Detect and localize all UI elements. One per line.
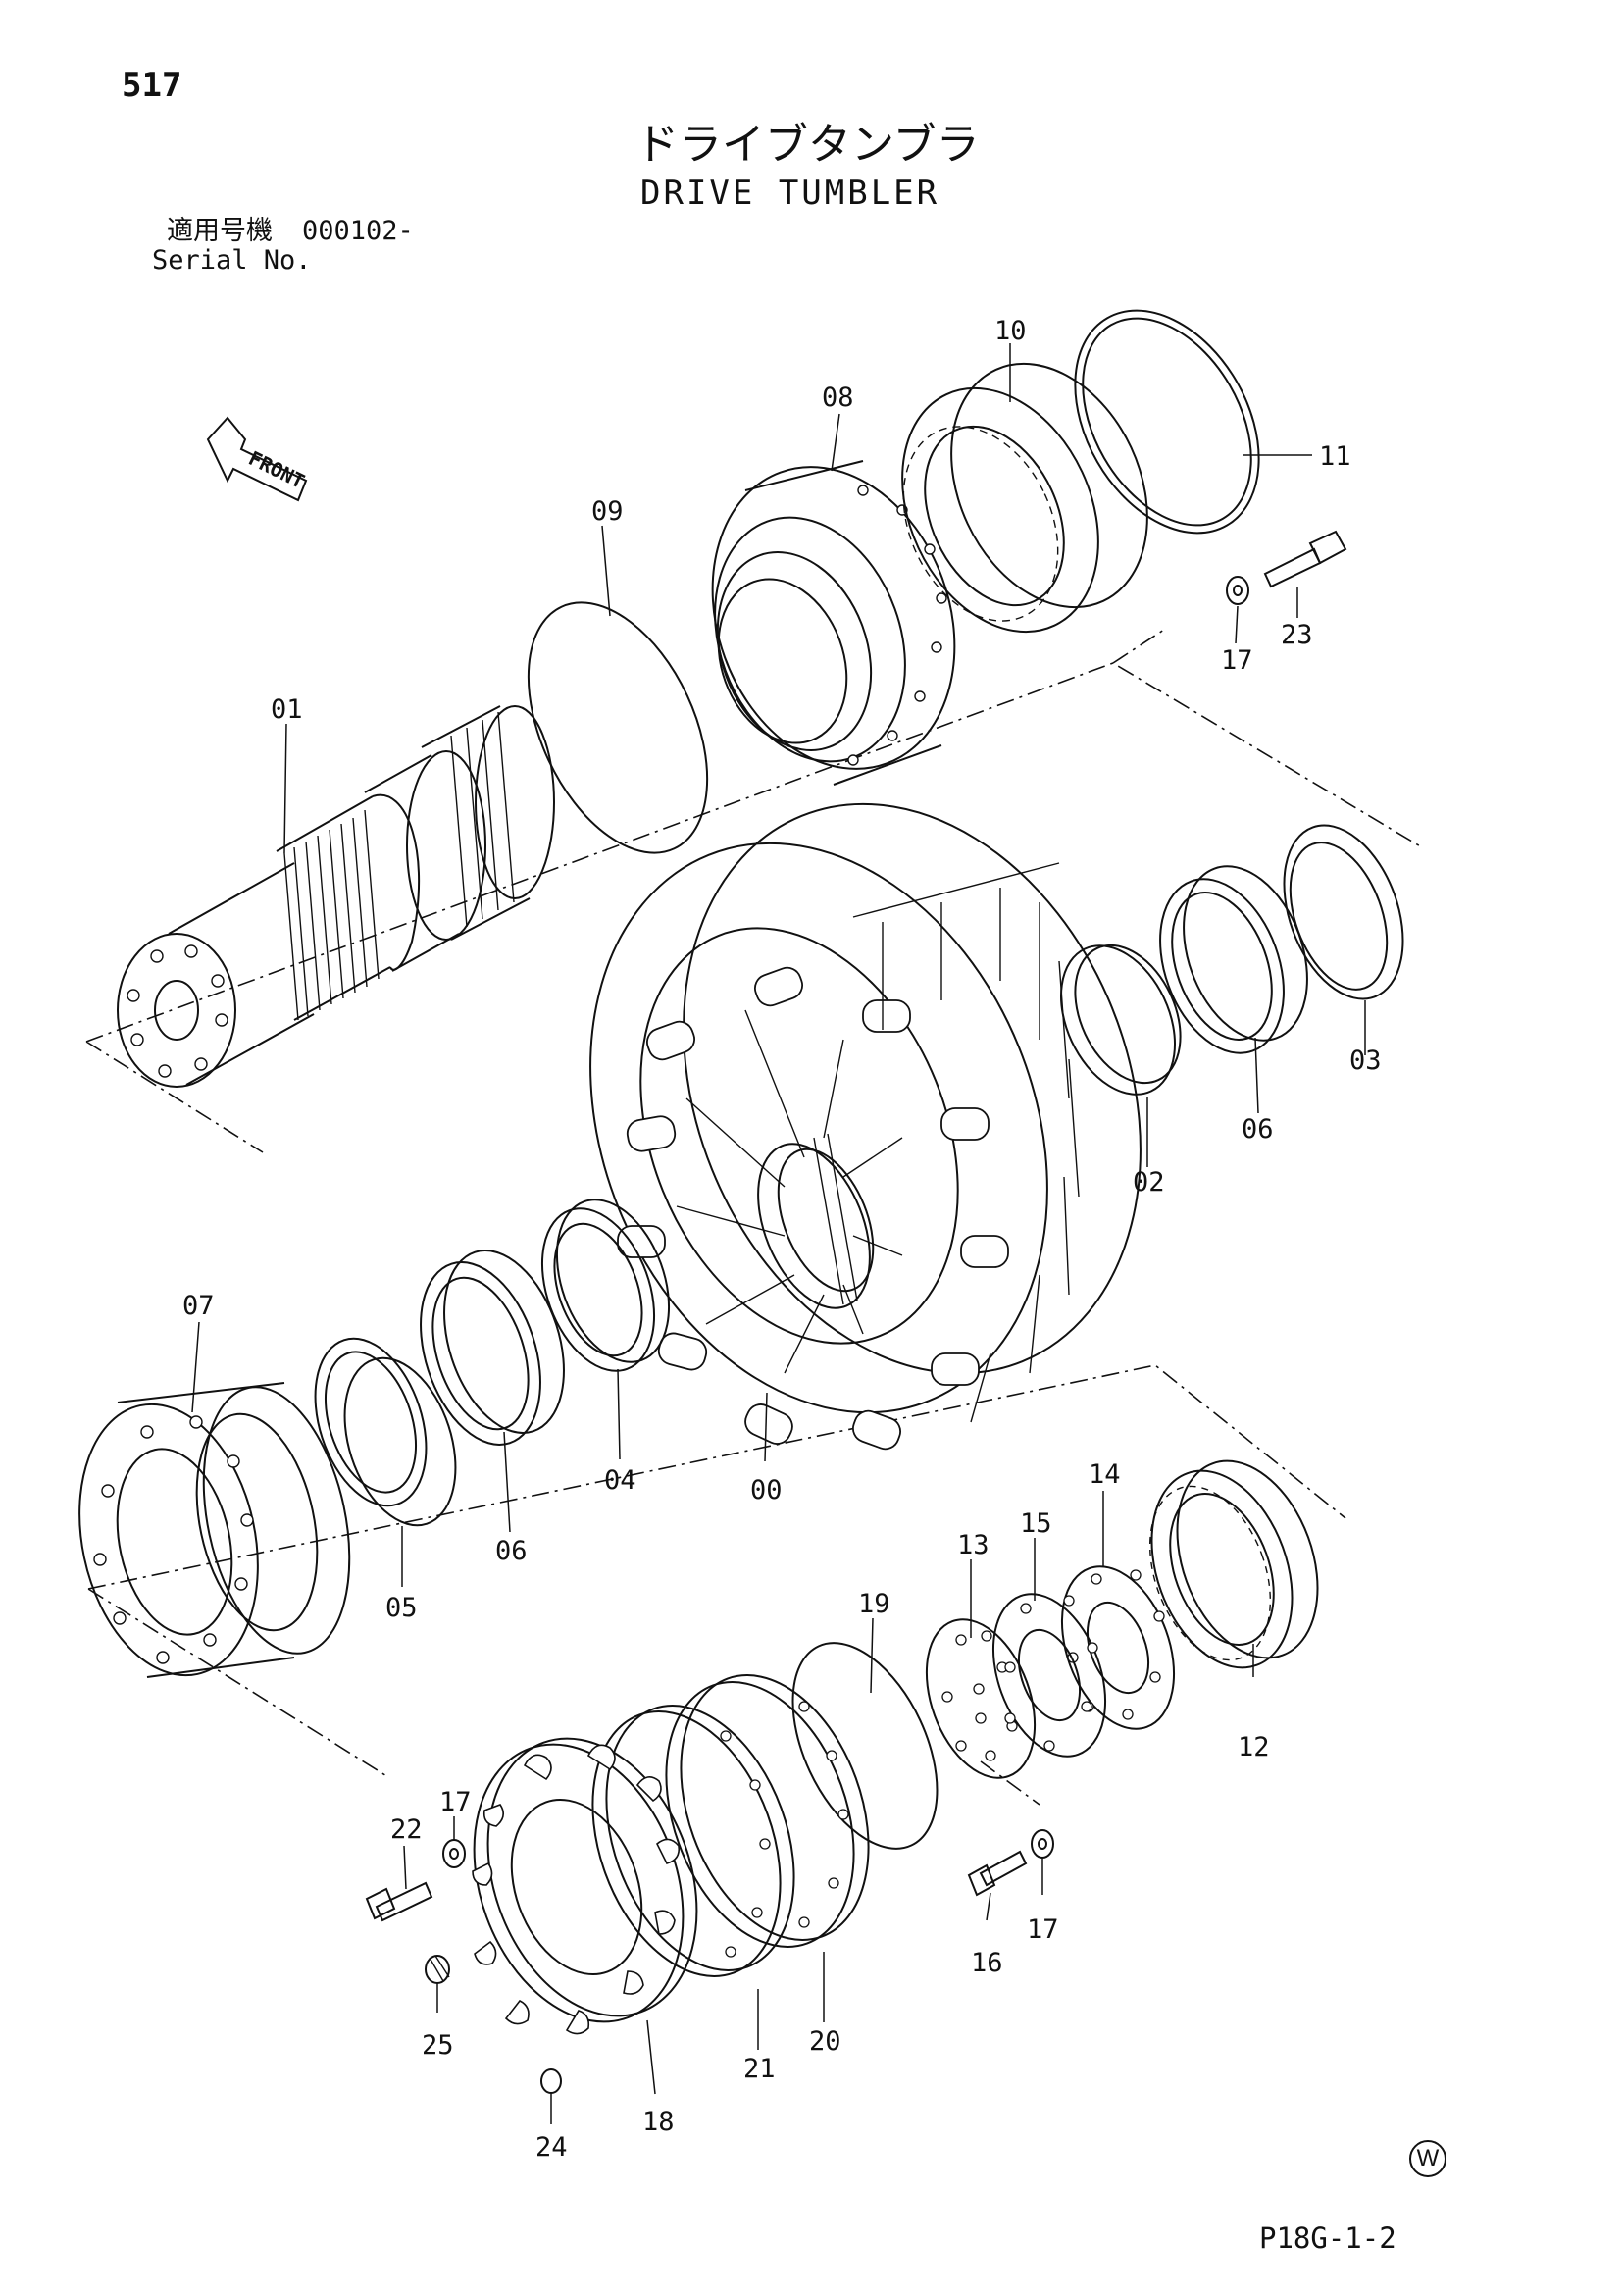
part-11-ring [1074, 309, 1260, 535]
part-07-flange [78, 1382, 351, 1678]
callout-05: 05 [385, 1593, 418, 1623]
part-06-seal-upper [1159, 865, 1308, 1054]
callout-09: 09 [591, 496, 624, 527]
part-20-plate [665, 1674, 870, 1948]
page-number: 517 [122, 66, 182, 105]
part-16-bolt [967, 1850, 1028, 1897]
callout-10: 10 [994, 316, 1027, 346]
serial-label-japanese: 適用号機 [167, 216, 273, 246]
part-08-housing [711, 460, 956, 786]
part-09-o-ring [527, 601, 709, 854]
callout-04: 04 [604, 1465, 636, 1496]
callout-22: 22 [390, 1814, 423, 1845]
callout-16: 16 [971, 1948, 1003, 1978]
callout-08: 08 [822, 383, 854, 413]
callout-06-lower: 06 [495, 1536, 528, 1566]
serial-label-english: Serial No. [152, 245, 312, 276]
part-12-bearing [1148, 1459, 1319, 1669]
part-05-ring [314, 1337, 457, 1527]
callout-21: 21 [743, 2054, 776, 2084]
part-25-plug [425, 1955, 450, 1984]
callout-03: 03 [1349, 1046, 1382, 1076]
callout-23: 23 [1281, 620, 1313, 650]
callout-11: 11 [1319, 441, 1351, 472]
callout-19: 19 [858, 1589, 890, 1619]
part-17-washer-right [1031, 1829, 1054, 1859]
part-18-hub [472, 1737, 698, 2035]
title-japanese: ドライブタンブラ [635, 120, 980, 170]
part-06-seal-lower [420, 1250, 565, 1446]
callout-00: 00 [750, 1475, 783, 1505]
part-15-shim [991, 1593, 1107, 1758]
callout-13: 13 [957, 1530, 990, 1560]
front-arrow-icon: FRONT [206, 416, 309, 502]
part-23-bolt [1263, 530, 1347, 588]
part-01-shaft [117, 705, 555, 1088]
part-03-ring [1283, 824, 1404, 1000]
part-14-shim [1060, 1565, 1176, 1730]
callout-17-left: 17 [439, 1787, 472, 1817]
part-02-retainer [1059, 944, 1182, 1096]
callout-12: 12 [1238, 1732, 1270, 1762]
part-17-washer-upper [1226, 576, 1249, 605]
part-04-retainer [540, 1199, 671, 1372]
callout-18: 18 [642, 2107, 675, 2137]
title-english: DRIVE TUMBLER [640, 174, 940, 213]
callout-17-upper: 17 [1221, 645, 1253, 676]
watermark-w-symbol: W [1409, 2140, 1446, 2177]
part-00-drive-tumbler [589, 802, 1142, 1451]
callout-15: 15 [1020, 1508, 1052, 1539]
part-10-bearing [901, 362, 1148, 634]
callout-20: 20 [809, 2026, 841, 2057]
front-arrow-label: FRONT [245, 446, 309, 493]
part-17-washer-left [442, 1839, 466, 1868]
callout-labels: 01 09 08 10 11 23 17 03 06 02 07 00 04 0… [182, 316, 1382, 2163]
callout-17-right: 17 [1027, 1914, 1059, 1945]
part-13-plate [925, 1618, 1037, 1779]
serial-number-value: 000102- [302, 216, 414, 246]
callout-01: 01 [271, 694, 303, 725]
callout-24: 24 [535, 2132, 568, 2163]
part-21-plate [591, 1705, 795, 1977]
callout-leaders [191, 343, 1366, 2124]
part-24-plug [540, 2068, 562, 2094]
part-22-bolt [365, 1881, 433, 1922]
callout-06-upper: 06 [1242, 1114, 1274, 1145]
part-19-o-ring [791, 1642, 939, 1850]
callout-02: 02 [1133, 1167, 1165, 1198]
assembly-boundary-lower [87, 1364, 1346, 1806]
callout-14: 14 [1089, 1459, 1121, 1490]
callout-07: 07 [182, 1291, 215, 1321]
assembly-boundary-upper [85, 627, 1423, 1153]
page-code: P18G-1-2 [1259, 2221, 1396, 2255]
callout-25: 25 [422, 2030, 454, 2061]
